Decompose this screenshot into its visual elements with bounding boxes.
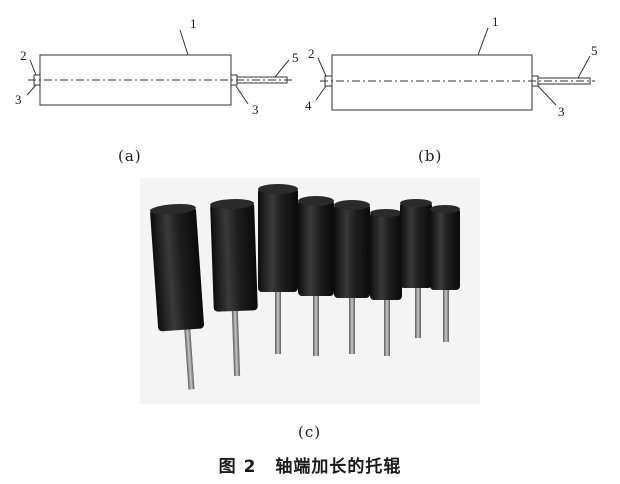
schematic-diagrams: 1 2 3 3 5 1 2 4 3 5 (15, 14, 598, 119)
roller-photo (140, 178, 480, 404)
roller-5 (334, 200, 370, 354)
callout-a-3-left: 3 (15, 92, 22, 107)
roller-6 (370, 209, 402, 356)
roller-photo-drawing (149, 184, 460, 390)
callout-a-1: 1 (190, 16, 197, 31)
label-c: (c) (298, 423, 322, 441)
caption-number: 图 2 (218, 457, 257, 477)
diagram-b (315, 27, 595, 111)
leader-4-b (315, 85, 327, 101)
shaft-extension-b (537, 77, 591, 85)
callout-b-1: 1 (492, 14, 499, 29)
leader-2-a (29, 59, 37, 76)
callouts-a: 1 2 3 3 5 (15, 16, 299, 117)
callout-a-5: 5 (292, 50, 299, 65)
caption-text: 轴端加长的托辊 (275, 457, 402, 477)
callout-a-2: 2 (20, 48, 27, 63)
callout-b-2: 2 (308, 46, 315, 61)
roller-2 (210, 199, 258, 377)
roller-1 (149, 203, 205, 390)
label-b: (b) (418, 147, 443, 165)
label-a: (a) (118, 147, 142, 165)
callout-a-3-right: 3 (252, 102, 259, 117)
roller-3 (258, 184, 298, 354)
callout-b-3: 3 (558, 104, 565, 119)
leader-1-a (179, 29, 189, 56)
roller-7 (400, 199, 432, 338)
roller-body-b (331, 54, 533, 111)
leader-5-b (577, 55, 591, 79)
leader-3-left-a (26, 84, 37, 96)
roller-4 (298, 196, 334, 356)
leader-1-b (477, 27, 489, 56)
callout-b-5: 5 (591, 43, 598, 58)
leader-3-right-a (235, 85, 249, 105)
leader-3-b (537, 85, 557, 106)
figure-caption: 图 2 轴端加长的托辊 (0, 452, 620, 477)
callouts-b: 1 2 4 3 5 (305, 14, 598, 119)
leader-5-a (274, 59, 290, 78)
callout-b-4: 4 (305, 98, 312, 113)
roller-8 (430, 205, 460, 342)
leader-2-b (317, 57, 327, 77)
diagram-a (26, 29, 292, 106)
